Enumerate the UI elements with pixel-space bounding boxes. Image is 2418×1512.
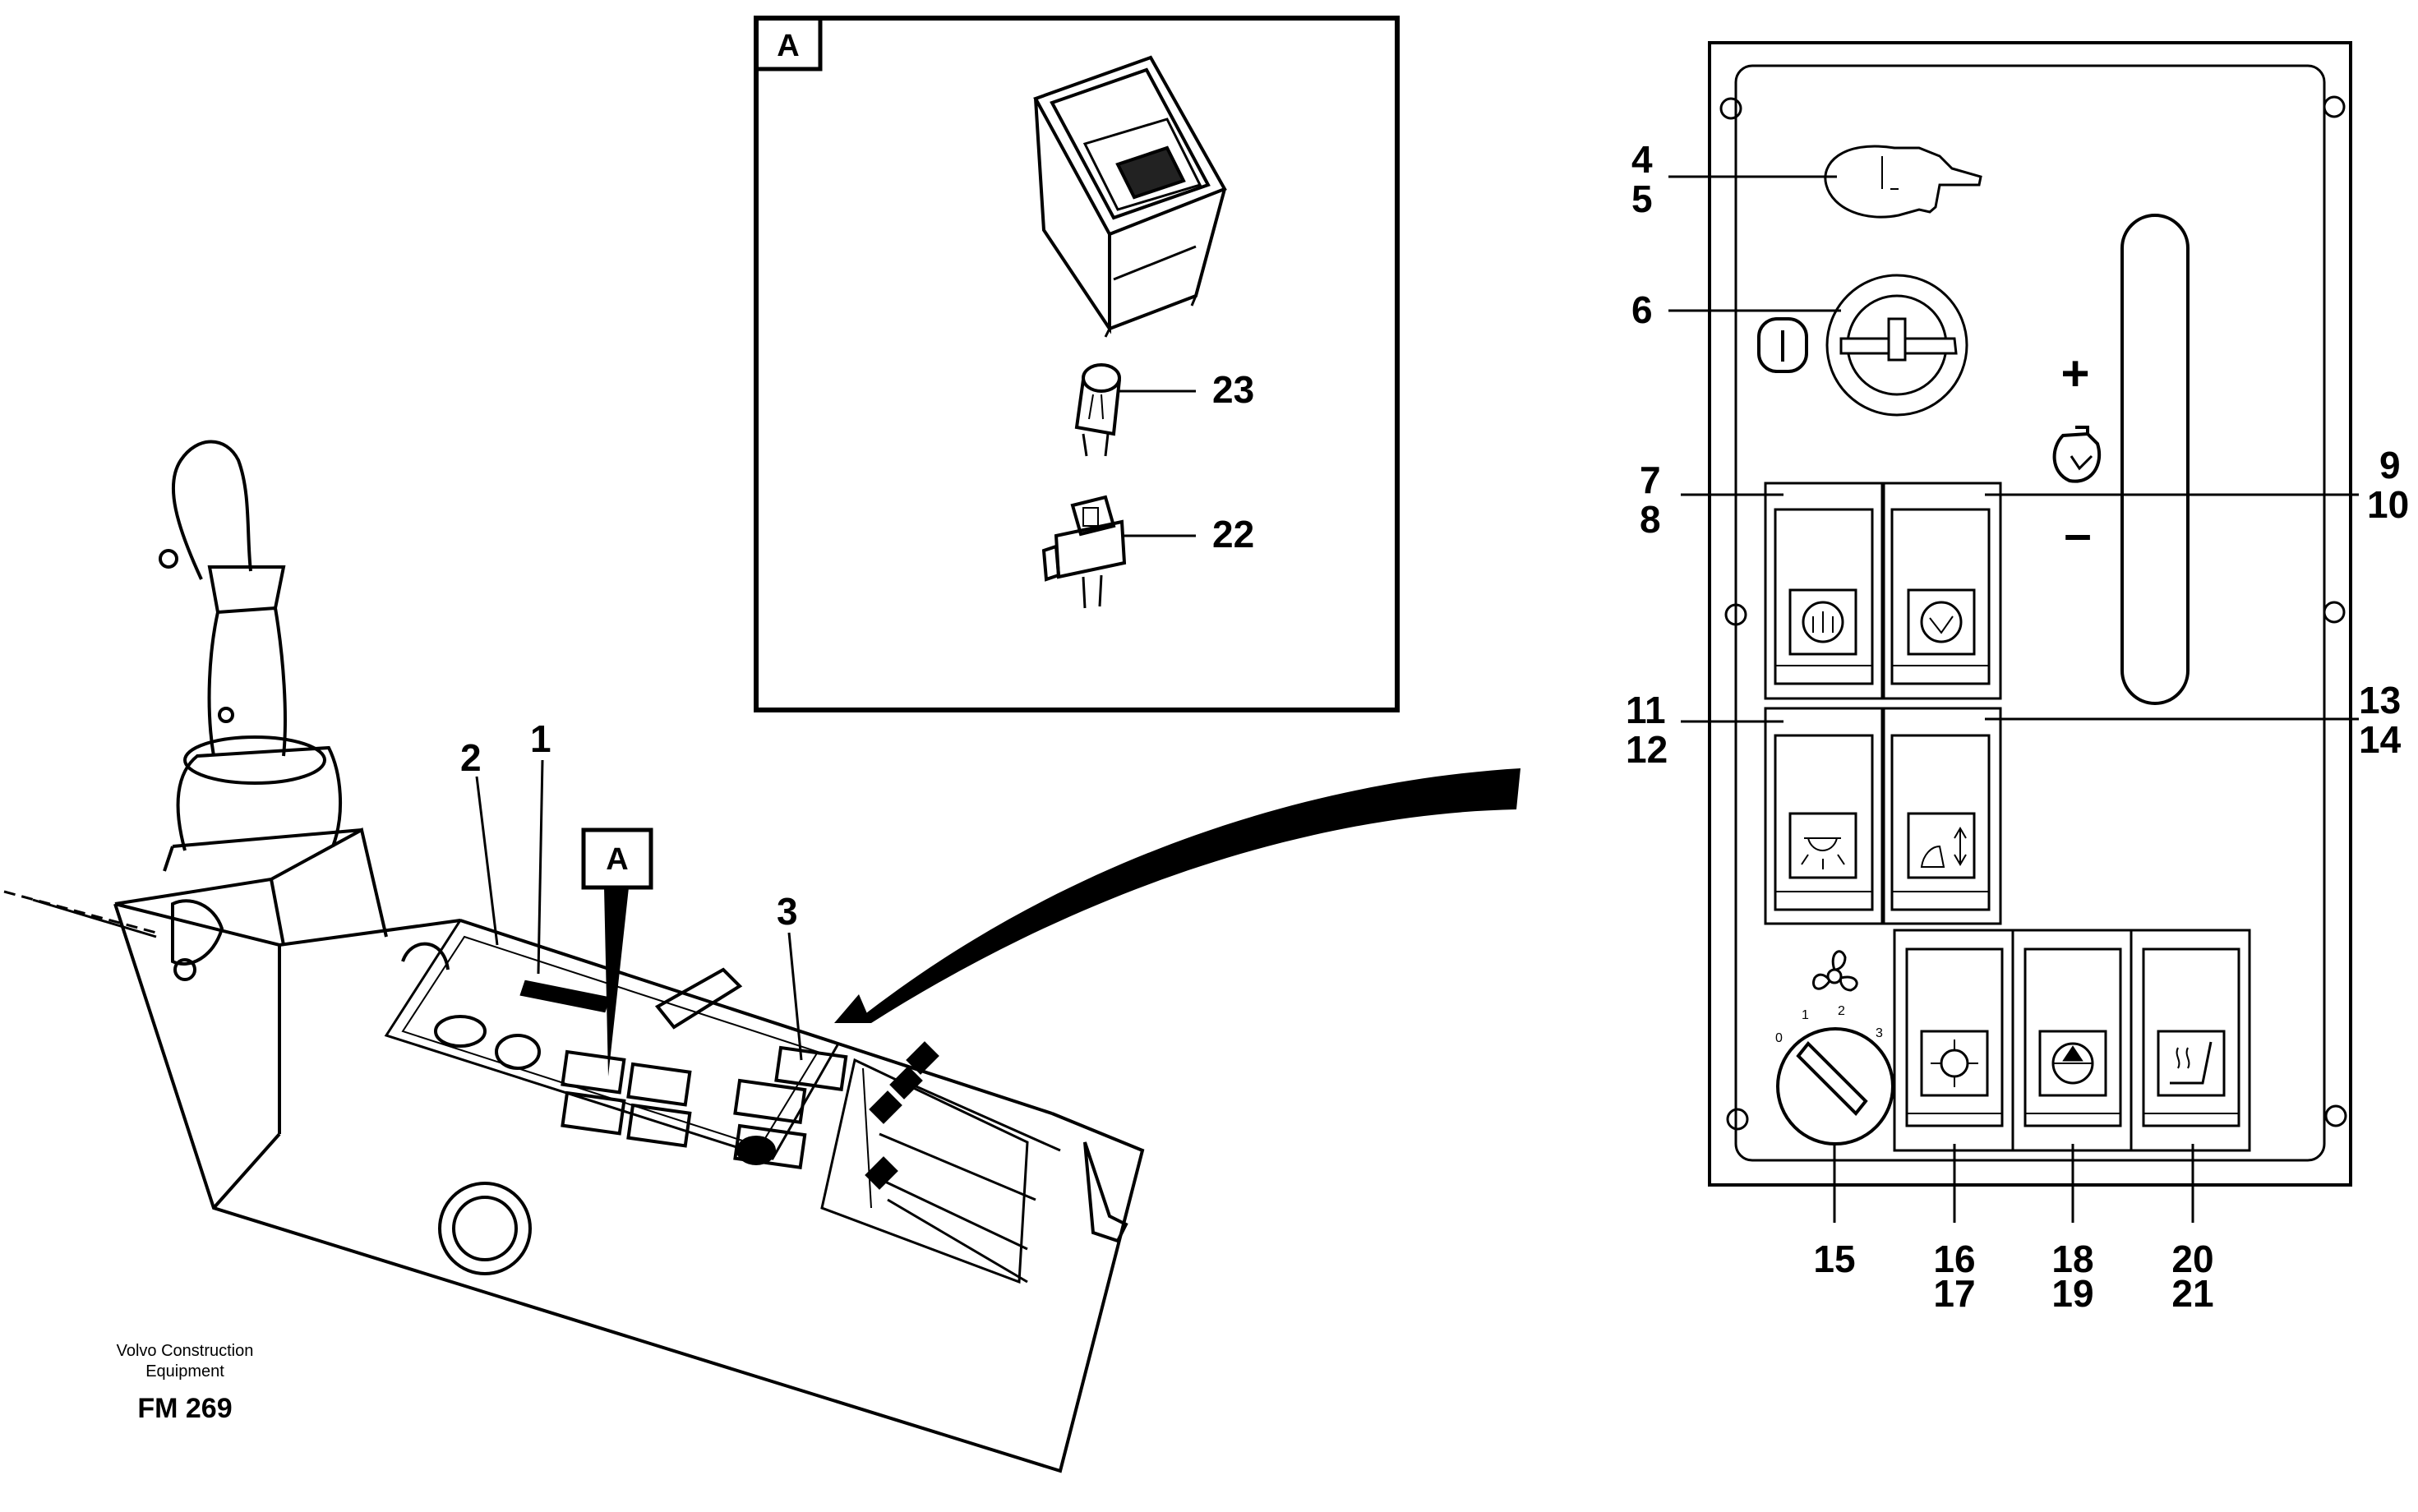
switch-work-light	[1764, 707, 1885, 925]
callout-1: 1	[530, 717, 551, 760]
switch-seat-heater	[2130, 929, 2251, 1152]
drawing-stamp: Volvo Construction Equipment FM 269	[117, 1342, 254, 1424]
throttle-slot	[2120, 214, 2190, 705]
ignition-key-icon	[1825, 274, 1968, 417]
throttle-minus: –	[2064, 506, 2091, 561]
switch-glow	[1764, 482, 1885, 700]
switch-defroster	[1893, 929, 2014, 1152]
switch-panel: 4 5 6 + –	[1626, 41, 2409, 1315]
section-marker-a: A	[606, 842, 628, 877]
brand-line-2: Equipment	[145, 1362, 224, 1381]
callout-8: 8	[1640, 498, 1661, 541]
callout-10: 10	[2367, 483, 2409, 526]
callout-13: 13	[2359, 679, 2401, 721]
console-callouts: 1 2 3 A	[460, 717, 803, 1076]
callout-21: 21	[2171, 1272, 2213, 1315]
callout-15: 15	[1813, 1238, 1855, 1280]
inset-letter: A	[777, 29, 799, 63]
bulb-holder-drawing	[1041, 495, 1127, 609]
brand-line-1: Volvo Construction	[117, 1342, 254, 1360]
callout-12: 12	[1626, 728, 1668, 771]
callout-19: 19	[2051, 1272, 2093, 1315]
callout-22: 22	[1212, 513, 1254, 555]
key-symbol-icon	[1757, 317, 1808, 373]
fan-icon	[1812, 950, 1858, 992]
callout-7: 7	[1640, 459, 1661, 501]
callout-23: 23	[1212, 368, 1254, 411]
inset-detail-a: A 23 22	[754, 16, 1400, 712]
fan-scale-0: 0	[1775, 1031, 1783, 1045]
callout-6: 6	[1631, 288, 1653, 331]
drawing-id: FM 269	[137, 1393, 232, 1424]
callout-18: 18	[2051, 1238, 2093, 1280]
callout-4: 4	[1631, 138, 1653, 181]
callout-20: 20	[2171, 1238, 2213, 1280]
fuel-gauge-icon	[1824, 145, 1982, 219]
fan-scale-2: 2	[1838, 1004, 1845, 1018]
callout-16: 16	[1933, 1238, 1975, 1280]
switch-level	[2011, 929, 2133, 1152]
fan-speed-dial	[1776, 1027, 1894, 1146]
callout-11: 11	[1626, 689, 1666, 731]
rocker-switch-drawing	[1033, 55, 1227, 338]
control-console-drawing	[3, 440, 1145, 1473]
pointer-arrow	[834, 768, 1520, 1023]
callout-9: 9	[2379, 444, 2401, 486]
bulb-drawing	[1074, 363, 1121, 457]
callout-17: 17	[1933, 1272, 1975, 1315]
callout-14: 14	[2359, 718, 2402, 761]
switch-seat-adjust	[1880, 707, 2002, 925]
callout-3: 3	[777, 890, 798, 933]
callout-2: 2	[460, 736, 482, 779]
throttle-plus: +	[2060, 346, 2089, 401]
engine-speed-icon	[2052, 426, 2102, 483]
callout-5: 5	[1631, 177, 1653, 220]
switch-engine-stop	[1880, 482, 2002, 700]
fan-scale-3: 3	[1876, 1026, 1883, 1040]
fan-scale-1: 1	[1802, 1008, 1809, 1022]
mounting-holes	[1719, 95, 2347, 1131]
